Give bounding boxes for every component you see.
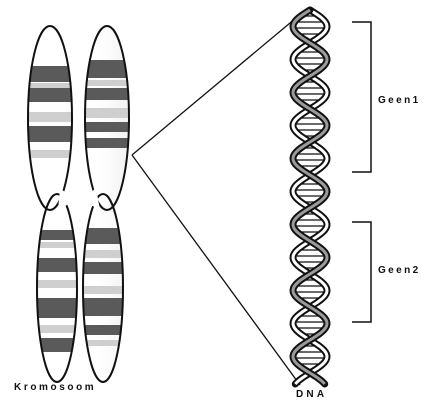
chromosome-x-shape (0, 0, 180, 402)
gene1-label: Geen1 (378, 95, 421, 106)
zoom-lines (132, 18, 300, 385)
chromosome-band (80, 325, 132, 335)
chromosome-band (80, 262, 132, 274)
gene2-bracket (352, 222, 371, 322)
dna-label: DNA (296, 389, 327, 400)
chromosome-band (80, 298, 132, 316)
gene2-label: Geen2 (378, 265, 421, 276)
chromosome-band (30, 338, 84, 352)
chromosome-band (80, 286, 132, 294)
chromosome-band (30, 280, 84, 288)
dna-double-helix (293, 10, 327, 384)
chromosome-band (30, 230, 84, 240)
gene1-bracket (352, 22, 371, 172)
chromosome-label: Kromosoom (14, 382, 96, 393)
chromosome-band (80, 250, 132, 258)
